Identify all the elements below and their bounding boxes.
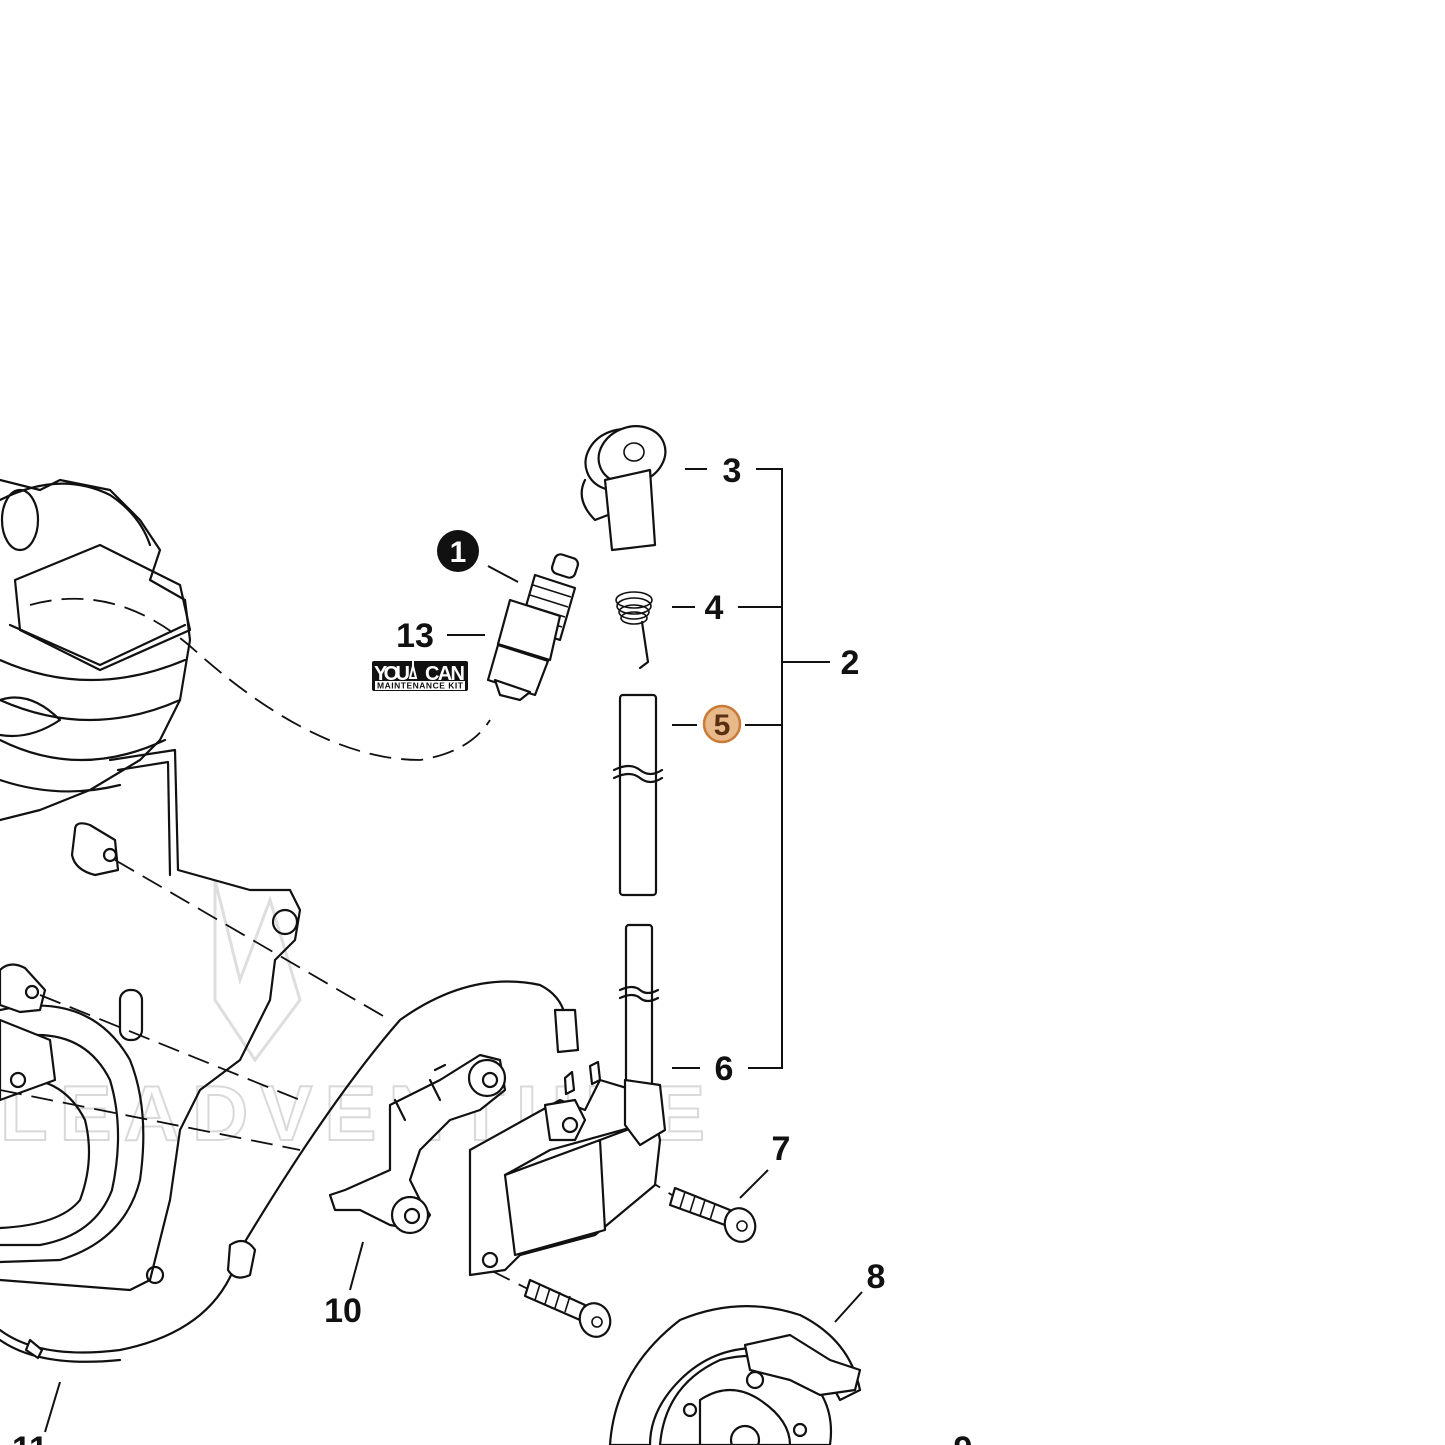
ignition-lead: [612, 693, 664, 1087]
short-circuit-wire: [0, 980, 580, 1363]
screw-lower: [523, 1278, 612, 1338]
callout-1-label: 1: [450, 536, 467, 569]
flywheel: [608, 1305, 862, 1445]
crankcase: [0, 748, 302, 1292]
screw-upper: [668, 1186, 757, 1243]
kit-logo-you: YOU: [374, 663, 410, 685]
leader-lines: [44, 468, 863, 1433]
callout-2[interactable]: 2: [841, 644, 860, 682]
callout-4[interactable]: 4: [705, 589, 724, 627]
kit-logo-caption: MAINTENANCE KIT: [377, 681, 464, 691]
spark-plug-boot: [580, 425, 667, 552]
kit-logo-can: CAN: [425, 663, 465, 685]
spark-plug: [486, 553, 580, 702]
maintenance-kit-logo: YOU CAN MAINTENANCE KIT: [372, 656, 468, 691]
callout-5-highlight: [702, 704, 742, 744]
callout-8[interactable]: 8: [867, 1258, 886, 1296]
callout-5[interactable]: 5: [702, 704, 742, 744]
callout-5-label: 5: [714, 709, 731, 742]
spring: [615, 591, 653, 670]
bracket: [328, 1053, 507, 1235]
callout-6[interactable]: 6: [715, 1050, 734, 1088]
callout-13[interactable]: 13: [396, 617, 434, 655]
callout-10[interactable]: 10: [324, 1292, 362, 1330]
callout-7[interactable]: 7: [772, 1130, 791, 1168]
callout-11[interactable]: 11: [12, 1430, 48, 1445]
callout-1[interactable]: 1: [437, 530, 479, 572]
callout-3[interactable]: 3: [723, 452, 742, 490]
callout-1-circle: [437, 530, 479, 572]
callout-9[interactable]: 9: [954, 1430, 973, 1445]
engine-cylinder: [0, 478, 192, 822]
ignition-module: [468, 1060, 667, 1277]
